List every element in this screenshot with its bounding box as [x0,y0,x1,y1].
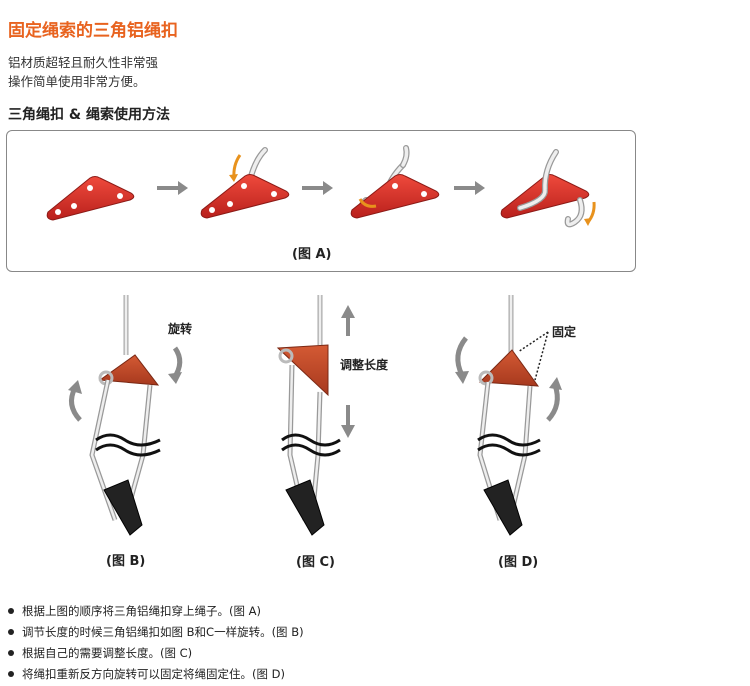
figure-b-caption: (图 B) [106,554,146,569]
figure-d-label: 固定 [552,325,577,339]
steps-list: 根据上图的顺序将三角铝绳扣穿上绳子。(图 A) 调节长度的时候三角铝绳扣如图 B… [8,600,738,684]
figure-c-caption: (图 C) [296,555,335,570]
figure-c-illustration [276,295,355,536]
list-item: 根据自己的需要调整长度。(图 C) [8,642,738,663]
figure-d-illustration [455,295,562,536]
figure-b-label: 旋转 [168,322,193,336]
arrow-right-icon [157,181,188,195]
page-title: 固定绳索的三角铝绳扣 [8,21,178,41]
list-item: 将绳扣重新反方向旋转可以固定将绳固定住。(图 D) [8,663,738,684]
buckle-step-2 [200,147,290,219]
buckle-step-4 [500,149,596,228]
bullet-icon [8,649,14,656]
section-title: 三角绳扣 & 绳索使用方法 [8,107,170,123]
intro-line: 操作简单使用非常方便。 [8,74,146,89]
buckle-step-3 [350,145,440,219]
arrow-right-icon [454,181,485,195]
figure-a-caption: (图 A) [292,247,332,262]
bullet-icon [8,670,14,677]
figure-c-label: 调整长度 [340,358,389,372]
intro-line: 铝材质超轻且耐久性非常强 [8,55,159,70]
list-item: 调节长度的时候三角铝绳扣如图 B和C一样旋转。(图 B) [8,621,738,642]
arrow-right-icon [302,181,333,195]
figure-b-illustration [68,295,183,536]
bullet-icon [8,607,14,614]
figure-d-caption: (图 D) [498,555,539,570]
figure-a-panel [6,130,636,272]
buckle-step-1 [46,176,135,221]
bullet-icon [8,628,14,635]
list-item: 根据上图的顺序将三角铝绳扣穿上绳子。(图 A) [8,600,738,621]
